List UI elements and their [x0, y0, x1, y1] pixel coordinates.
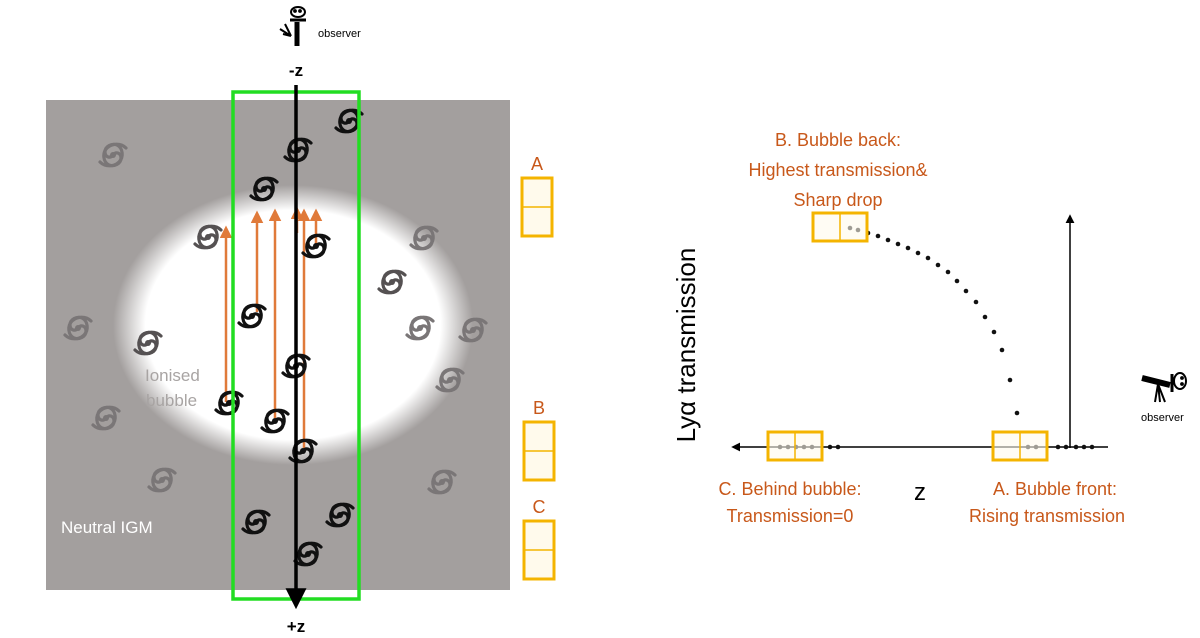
- left-panel: -z +z Ionised bubble Neutral IGM observe…: [46, 6, 556, 636]
- sightline-arrows: [219, 206, 323, 448]
- axis-bottom-label: +z: [287, 617, 305, 636]
- observer-label-left: observer: [318, 28, 361, 40]
- observer-icon: [279, 6, 306, 46]
- box-label-b: B: [533, 398, 545, 418]
- bubble-label-line2: bubble: [146, 391, 197, 410]
- annotation-a-line1: A. Bubble front:: [993, 479, 1117, 499]
- y-axis-label: Lyα transmission: [671, 248, 701, 443]
- annotation-b: B. Bubble back: Highest transmission& Sh…: [748, 130, 927, 210]
- annotation-b-line2: Highest transmission&: [748, 160, 927, 180]
- box-label-c: C: [533, 497, 546, 517]
- annotation-c: C. Behind bubble: Transmission=0: [718, 479, 861, 526]
- observer-icon-right: [1141, 372, 1187, 403]
- axis-top-label: -z: [289, 61, 303, 80]
- annotation-c-line1: C. Behind bubble:: [718, 479, 861, 499]
- igm-label: Neutral IGM: [61, 518, 153, 537]
- observer-label-right: observer: [1141, 412, 1184, 424]
- transmission-curve: [777, 225, 1095, 450]
- x-axis-label: z: [914, 479, 926, 506]
- chart-slit-a: [991, 430, 1049, 462]
- annotation-a-line2: Rising transmission: [969, 506, 1125, 526]
- box-label-a: A: [531, 154, 543, 174]
- chart-slit-c: [766, 430, 824, 462]
- annotation-b-line1: B. Bubble back:: [775, 130, 901, 150]
- chart-slit-b: [811, 211, 869, 243]
- ionised-bubble: [113, 185, 473, 465]
- annotation-c-line2: Transmission=0: [727, 506, 854, 526]
- bubble-label-line1: Ionised: [145, 366, 200, 385]
- annotation-a: A. Bubble front: Rising transmission: [969, 479, 1125, 526]
- right-panel: Lyα transmission z: [671, 130, 1187, 526]
- annotation-b-line3: Sharp drop: [793, 190, 882, 210]
